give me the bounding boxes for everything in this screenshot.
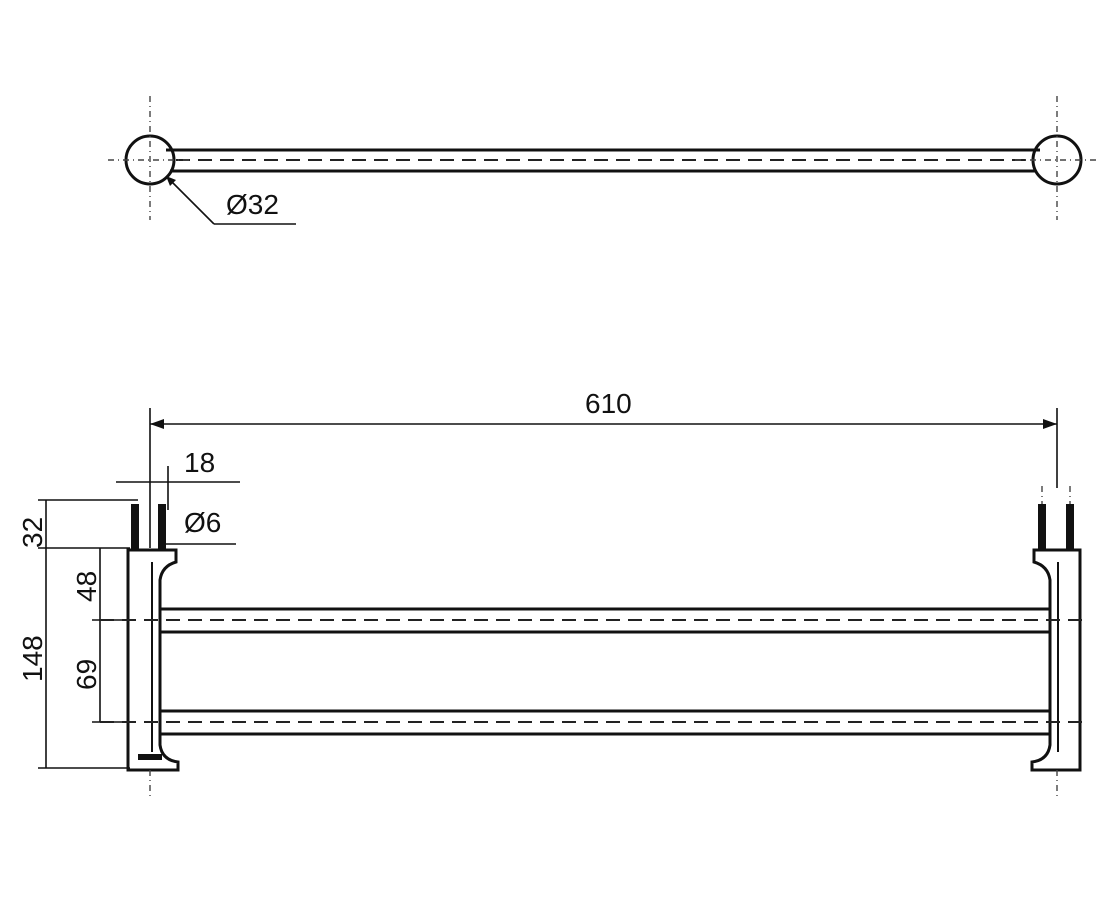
lower-bar xyxy=(100,709,1090,736)
left-bracket-outline xyxy=(126,548,180,772)
upper-bar-offset-label: 48 xyxy=(71,571,102,602)
width-arrow-right xyxy=(1043,419,1057,429)
diameter-leader-line xyxy=(165,175,215,225)
left-pin-a xyxy=(131,504,139,550)
height-label: 148 xyxy=(17,635,48,682)
right-bracket xyxy=(1030,486,1082,800)
right-bracket-outline xyxy=(1030,548,1082,772)
diameter-leader-arrowhead xyxy=(166,176,176,186)
upper-bar xyxy=(100,607,1090,634)
right-pin-a xyxy=(1038,504,1046,550)
left-pin-b xyxy=(158,504,166,550)
top-view: Ø32 xyxy=(108,96,1100,225)
bar-spacing-label: 69 xyxy=(71,659,102,690)
diameter-label: Ø32 xyxy=(226,189,279,220)
left-base-screw xyxy=(138,754,162,760)
right-pin-b xyxy=(1066,504,1074,550)
front-view: 610 18 Ø6 32 148 48 69 xyxy=(17,388,1090,800)
projection-label: 18 xyxy=(184,447,215,478)
width-label: 610 xyxy=(585,388,632,419)
pin-diameter-label: Ø6 xyxy=(184,507,221,538)
pin-length-label: 32 xyxy=(17,517,48,548)
left-bracket xyxy=(126,504,180,800)
width-arrow-left xyxy=(150,419,164,429)
